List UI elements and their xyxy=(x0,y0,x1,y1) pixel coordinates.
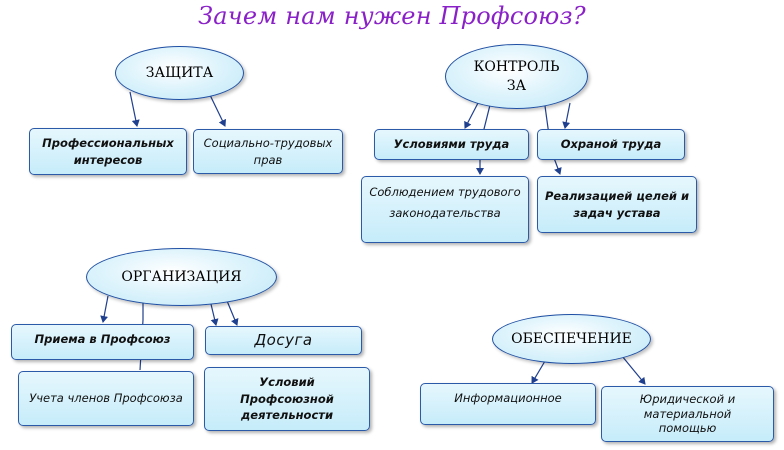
oval-protection: ЗАЩИТА xyxy=(115,46,244,100)
box-label: Приема в Профсоюз xyxy=(34,331,171,346)
box-label: Условиями труда xyxy=(393,137,510,152)
box-label: Досуга xyxy=(254,330,313,349)
arrow-control-safety xyxy=(562,102,571,129)
box-label: Реализацией целей и задач устава xyxy=(544,188,690,220)
diagram-title: Зачем нам нужен Профсоюз? xyxy=(198,2,586,30)
box-legal-material-help: Юридической и материальной помощью xyxy=(601,386,774,442)
box-leisure: Досуга xyxy=(205,326,362,355)
oval-provision: ОБЕСПЕЧЕНИЕ xyxy=(492,314,651,364)
box-label: Профессиональных интересов xyxy=(42,135,174,167)
box-admission: Приема в Профсоюз xyxy=(11,324,194,360)
box-label: Юридической и материальной помощью xyxy=(639,392,736,436)
oval-organization-label: ОРГАНИЗАЦИЯ xyxy=(121,268,242,285)
box-label: Учета членов Профсоюза xyxy=(29,391,183,406)
box-label: Условий Профсоюзной деятельности xyxy=(240,374,334,423)
oval-protection-label: ЗАЩИТА xyxy=(145,64,214,81)
box-social-labor-rights: Социально-трудовых прав xyxy=(193,129,343,174)
box-legislation-observance: Соблюдением трудового законодательства xyxy=(361,176,529,243)
box-label: Информационное xyxy=(454,391,562,405)
arrow-org-admission xyxy=(100,295,109,323)
box-labor-safety: Охраной труда xyxy=(537,129,685,160)
oval-provision-label: ОБЕСПЕЧЕНИЕ xyxy=(511,330,632,347)
box-label: Охраной труда xyxy=(560,137,662,152)
oval-control: КОНТРОЛЬ ЗА xyxy=(445,44,588,109)
box-union-activity: Условий Профсоюзной деятельности xyxy=(204,367,370,431)
arrow-provision-legal xyxy=(621,355,646,385)
box-label: Соблюдением трудового законодательства xyxy=(369,185,521,221)
box-label: Социально-трудовых прав xyxy=(203,135,333,167)
arrow-control-conditions xyxy=(464,102,479,129)
box-working-conditions: Условиями труда xyxy=(374,129,529,160)
oval-control-label: КОНТРОЛЬ ЗА xyxy=(473,58,560,94)
oval-organization: ОРГАНИЗАЦИЯ xyxy=(86,248,277,306)
box-informational: Информационное xyxy=(420,383,596,425)
box-professional-interests: Профессиональных интересов xyxy=(29,128,187,175)
box-charter-goals: Реализацией целей и задач устава xyxy=(537,176,697,233)
box-member-accounting: Учета членов Профсоюза xyxy=(18,371,194,426)
arrow-protection-social xyxy=(209,94,226,127)
arrow-protection-professional xyxy=(129,91,140,127)
